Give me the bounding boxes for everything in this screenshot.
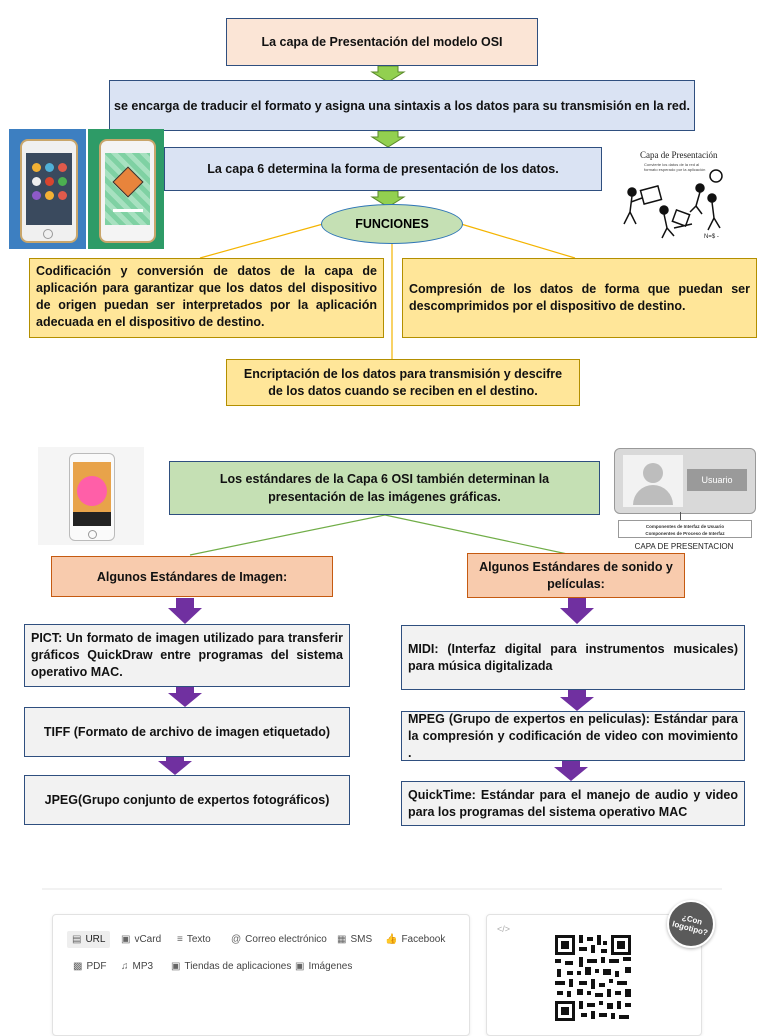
tab-images[interactable]: ▣Imágenes [295, 961, 353, 972]
description-box: se encarga de traducir el formato y asig… [109, 80, 695, 131]
user-panel: Usuario [614, 448, 756, 514]
capa-presentacion-label: CAPA DE PRESENTACION [634, 542, 734, 551]
image-standard-pict: PICT: Un formato de imagen utilizado par… [24, 624, 350, 687]
user-layer-diagram: Usuario Componentes de Interfaz de Usuar… [612, 448, 756, 554]
user-components-box: Componentes de Interfaz de Usuario Compo… [618, 520, 752, 538]
capa6-text: La capa 6 determina la forma de presenta… [207, 162, 559, 176]
vcard-icon: ▣ [121, 934, 131, 945]
sketch-title: Capa de Presentación [640, 150, 718, 160]
image-standard-jpeg: JPEG(Grupo conjunto de expertos fotográf… [24, 775, 350, 825]
tiff-text: TIFF (Formato de archivo de imagen etiqu… [43, 725, 331, 739]
green-arrow-1 [370, 65, 406, 83]
funciones-ellipse: FUNCIONES [321, 204, 463, 244]
code-icon: </> [497, 924, 511, 934]
tab-pdf[interactable]: ▩PDF [73, 961, 107, 972]
sound-standards-heading-text: Algunos Estándares de sonido y películas… [479, 559, 673, 591]
capa6-box: La capa 6 determina la forma de presenta… [164, 147, 602, 191]
appstore-icon: ▣ [171, 961, 181, 972]
function-box-bottom: Encriptación de los datos para transmisi… [226, 359, 580, 406]
connector-sound [384, 514, 573, 556]
tab-email[interactable]: @Correo electrónico [231, 934, 327, 945]
tab-app-stores[interactable]: ▣Tiendas de aplicaciones [171, 961, 292, 972]
title-box: La capa de Presentación del modelo OSI [226, 18, 538, 66]
qr-code-image [553, 933, 633, 1023]
sound-standard-quicktime: QuickTime: Estándar para el manejo de au… [401, 781, 745, 826]
purple-arrow-right-3 [554, 760, 588, 781]
email-icon: @ [231, 934, 242, 945]
connector-left [199, 223, 324, 259]
standards-intro-text: Los estándares de la Capa 6 OSI también … [219, 472, 550, 504]
tab-texto[interactable]: ≡Texto [177, 934, 211, 945]
presentation-sketch-image: Capa de Presentación Convierte los datos… [612, 140, 752, 250]
purple-arrow-left-1 [168, 598, 202, 624]
image-standards-heading-text: Algunos Estándares de Imagen: [96, 569, 288, 584]
user-avatar [623, 455, 683, 507]
tab-sms[interactable]: ▦SMS [337, 934, 373, 945]
function-left-text: Codificación y conversión de datos de la… [36, 264, 377, 329]
tab-url[interactable]: ▤URL [67, 931, 111, 948]
purple-arrow-right-2 [560, 690, 594, 711]
funciones-text: FUNCIONES [355, 217, 429, 231]
tab-facebook[interactable]: 👍Facebook [385, 934, 446, 945]
function-right-text: Compresión de los datos de forma que pue… [409, 282, 750, 313]
green-arrow-3 [370, 190, 406, 208]
mp3-icon: ♫ [121, 961, 129, 972]
qr-preview-card: </> [486, 914, 702, 1036]
purple-arrow-left-2 [168, 686, 202, 707]
sound-standards-heading: Algunos Estándares de sonido y películas… [467, 553, 685, 598]
facebook-icon: 👍 [385, 934, 398, 945]
quicktime-text: QuickTime: Estándar para el manejo de au… [408, 787, 738, 819]
standards-intro-box: Los estándares de la Capa 6 OSI también … [169, 461, 600, 515]
images-icon: ▣ [295, 961, 305, 972]
image-standard-tiff: TIFF (Formato de archivo de imagen etiqu… [24, 707, 350, 757]
sketch-note: N=$ - [704, 234, 719, 240]
connector-image [189, 514, 386, 556]
user-label: Usuario [687, 469, 747, 491]
pdf-icon: ▩ [73, 961, 83, 972]
purple-arrow-right-1 [560, 598, 594, 624]
description-text: se encarga de traducir el formato y asig… [114, 98, 690, 113]
phone-image-pink [38, 447, 144, 545]
image-standards-heading: Algunos Estándares de Imagen: [51, 556, 333, 597]
sound-standard-mpeg: MPEG (Grupo de expertos en peliculas): E… [401, 711, 745, 761]
title-text: La capa de Presentación del modelo OSI [261, 35, 503, 49]
tab-vcard[interactable]: ▣vCard [121, 934, 162, 945]
function-box-right: Compresión de los datos de forma que pue… [402, 258, 757, 338]
connector-right [460, 223, 576, 259]
jpeg-text: JPEG(Grupo conjunto de expertos fotográf… [44, 793, 330, 807]
sketch-caption: Convierte los datos de la red al formato… [644, 162, 706, 172]
phone-image-blue [9, 129, 86, 249]
sound-standard-midi: MIDI: (Interfaz digital para instrumento… [401, 625, 745, 690]
tab-mp3[interactable]: ♫MP3 [121, 961, 154, 972]
purple-arrow-left-3 [158, 754, 192, 775]
function-bottom-text: Encriptación de los datos para transmisi… [243, 366, 563, 398]
mpeg-text: MPEG (Grupo de expertos en peliculas): E… [408, 711, 738, 760]
function-box-left: Codificación y conversión de datos de la… [29, 258, 384, 338]
phone-image-green [88, 129, 164, 249]
midi-text: MIDI: (Interfaz digital para instrumento… [408, 641, 738, 673]
logo-badge-text: ¿Con logotipo? [671, 912, 709, 938]
text-icon: ≡ [177, 934, 183, 945]
url-icon: ▤ [72, 934, 82, 945]
pict-text: PICT: Un formato de imagen utilizado par… [31, 631, 343, 679]
sms-icon: ▦ [337, 934, 347, 945]
logo-badge[interactable]: ¿Con logotipo? [667, 900, 715, 948]
green-arrow-2 [370, 130, 406, 148]
qr-type-card: ▤URL ▣vCard ≡Texto @Correo electrónico ▦… [52, 914, 470, 1036]
